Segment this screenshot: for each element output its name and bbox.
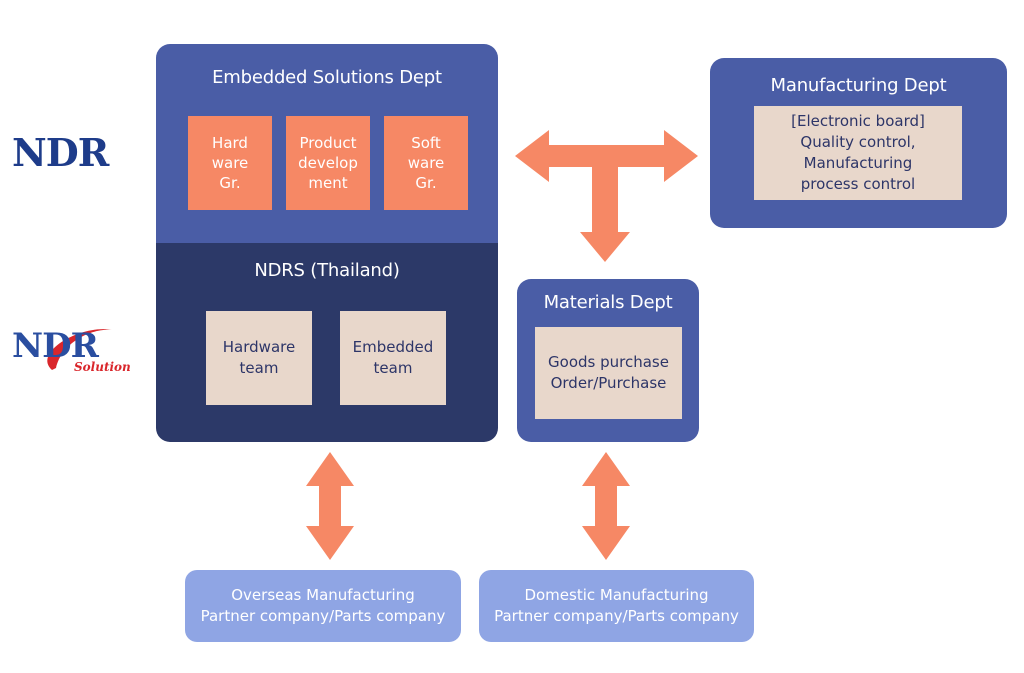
manufacturing-dept: Manufacturing Dept [Electronic board] Qu… [710,58,1007,228]
ndrs-thailand-section: NDRS (Thailand) Hardware team Embedded t… [156,243,498,442]
domestic-double-arrow [582,452,630,560]
hardware-group-box: Hard ware Gr. [188,116,272,210]
swoosh-icon [47,329,112,370]
materials-dept-title: Materials Dept [543,291,673,313]
materials-dept: Materials Dept Goods purchase Order/Purc… [517,279,699,442]
ndr-solution-mark: NDR [12,326,99,366]
ndr-solution-sub: Solution [74,360,131,374]
embedded-dept-title: Embedded Solutions Dept [212,66,442,88]
t-shaped-arrow [515,130,698,262]
embedded-solutions-dept: Embedded Solutions Dept Hard ware Gr. Pr… [156,44,498,244]
overseas-double-arrow [306,452,354,560]
software-group-box: Soft ware Gr. [384,116,468,210]
hardware-team-box: Hardware team [206,311,312,405]
domestic-partner-box: Domestic Manufacturing Partner company/P… [479,570,754,642]
embedded-team-box: Embedded team [340,311,446,405]
materials-dept-body: Goods purchase Order/Purchase [535,327,682,419]
manufacturing-dept-title: Manufacturing Dept [770,74,947,96]
product-development-box: Product develop ment [286,116,370,210]
ndr-solution-logo: NDR Solution [12,322,142,378]
ndrs-title: NDRS (Thailand) [254,259,400,281]
overseas-partner-box: Overseas Manufacturing Partner company/P… [185,570,461,642]
ndr-logo-text: NDR [12,130,109,175]
ndr-logo: NDR [12,130,142,175]
manufacturing-dept-body: [Electronic board] Quality control, Manu… [754,106,962,200]
